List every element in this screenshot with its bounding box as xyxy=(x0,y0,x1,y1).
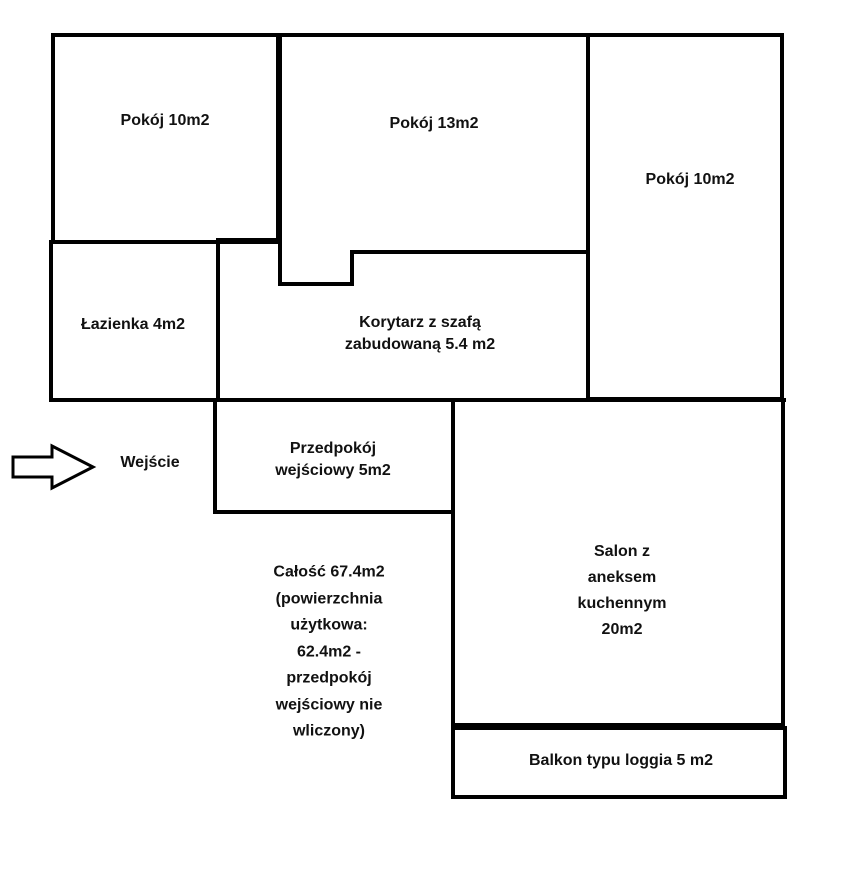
wall-living-room xyxy=(451,398,785,727)
living-line: 20m2 xyxy=(601,621,643,638)
living-line: aneksem xyxy=(587,569,657,586)
label-room-right: Pokój 10m2 xyxy=(645,171,735,188)
summary-line: wejściowy nie xyxy=(275,695,383,713)
entrance-arrow-icon xyxy=(11,443,97,491)
wall-room-right xyxy=(586,33,784,401)
summary-line: 62.4m2 - xyxy=(296,642,362,660)
wall-balcony xyxy=(451,726,787,799)
label-room-top-middle: Pokój 13m2 xyxy=(389,115,479,132)
corridor-line: Korytarz z szafą xyxy=(359,314,481,331)
label-balcony: Balkon typu loggia 5 m2 xyxy=(528,752,714,769)
label-entrance: Wejście xyxy=(120,454,180,471)
label-corridor: Korytarz z szafą zabudowaną 5.4 m2 xyxy=(345,312,495,356)
label-living-room: Salon z aneksem kuchennym 20m2 xyxy=(578,539,667,643)
label-bathroom: Łazienka 4m2 xyxy=(80,316,186,333)
summary-line: Całość 67.4m2 xyxy=(273,563,385,581)
label-room-top-left: Pokój 10m2 xyxy=(120,112,210,129)
wall-room-top-left xyxy=(51,33,280,244)
entry-hall-line: Przedpokój xyxy=(289,440,377,457)
wall-room-top-middle xyxy=(276,33,590,286)
living-line: Salon z xyxy=(593,543,651,560)
label-summary: Całość 67.4m2 (powierzchnia użytkowa: 62… xyxy=(273,559,384,745)
corridor-line: zabudowaną 5.4 m2 xyxy=(344,336,496,353)
entry-hall-line: wejściowy 5m2 xyxy=(275,462,391,479)
summary-line: użytkowa: xyxy=(290,616,368,634)
living-line: kuchennym xyxy=(577,595,667,612)
label-entry-hall: Przedpokój wejściowy 5m2 xyxy=(275,438,391,482)
summary-line: (powierzchnia xyxy=(275,589,383,607)
summary-line: przedpokój xyxy=(286,669,372,687)
summary-line: wliczony) xyxy=(292,722,365,740)
